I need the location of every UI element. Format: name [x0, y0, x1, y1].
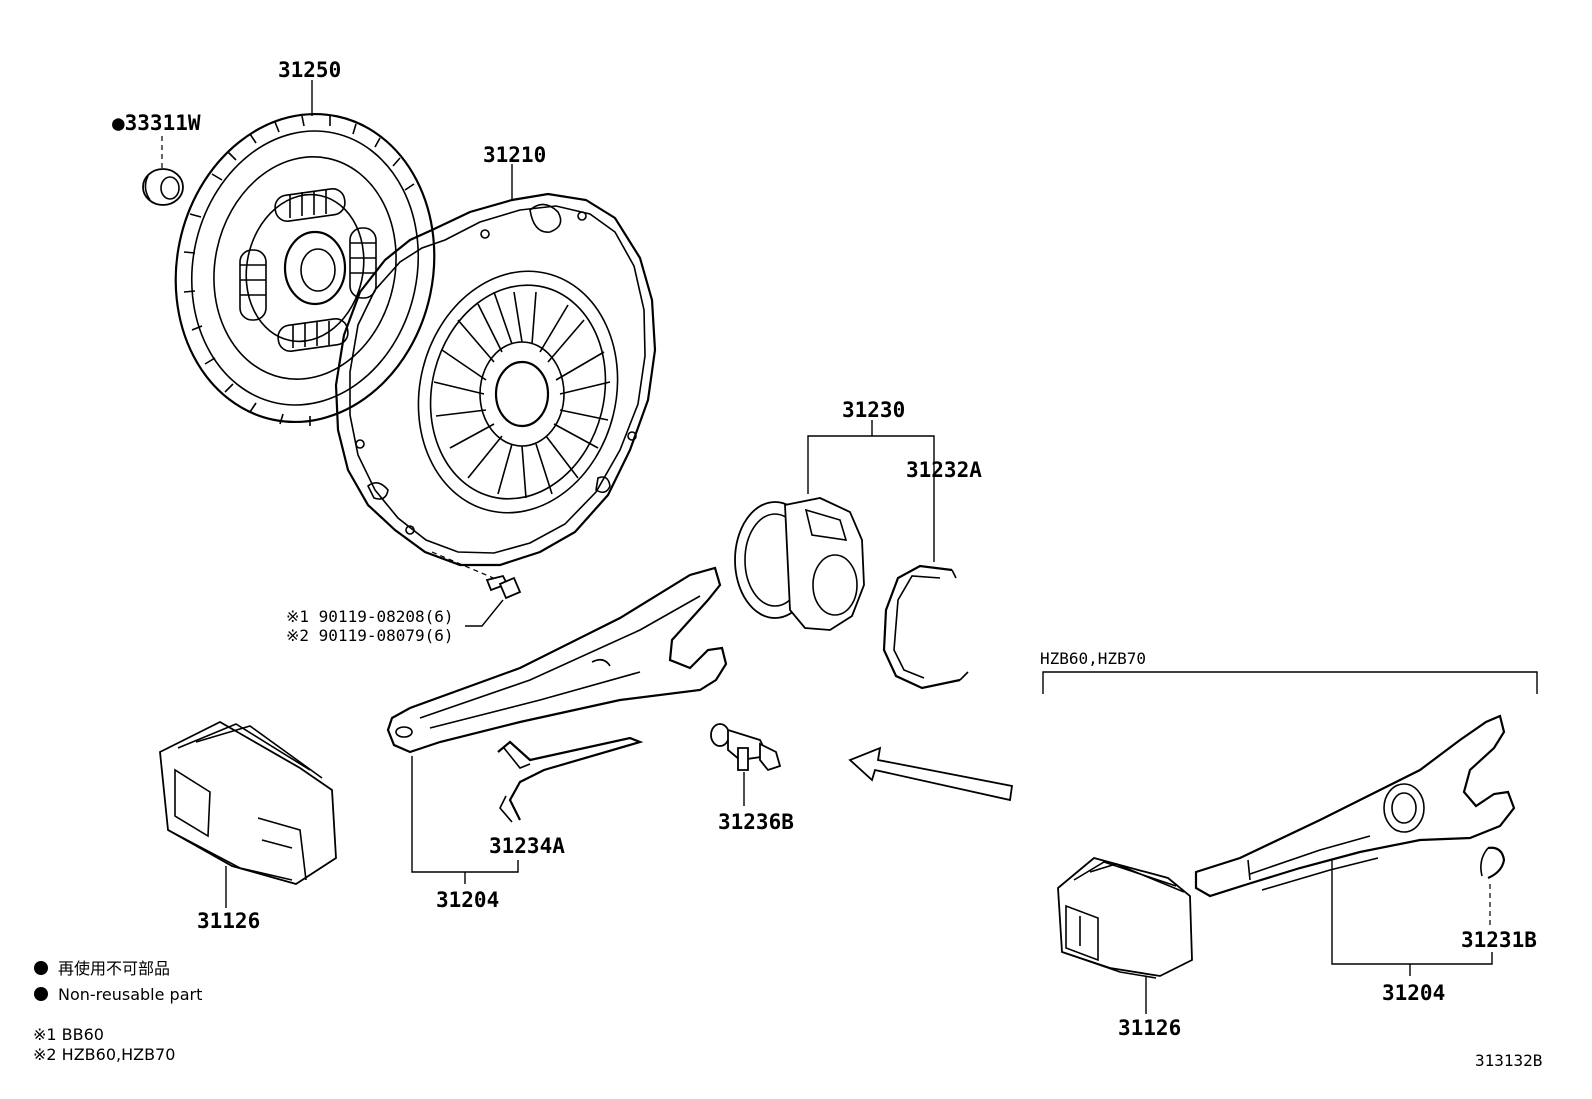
variant-label: HZB60,HZB70 — [1040, 649, 1146, 668]
label-31232a: 31232A — [906, 458, 982, 482]
bullet-icon — [34, 961, 48, 975]
label-31231b: 31231B — [1461, 928, 1537, 952]
bullet-icon — [34, 987, 48, 1001]
release-fork-left[interactable] — [386, 566, 728, 754]
release-fork-right[interactable] — [1194, 714, 1516, 898]
hub-clip[interactable] — [882, 564, 969, 690]
cover-bolt[interactable] — [485, 574, 522, 600]
label-33311w: ●33311W — [112, 111, 201, 135]
pilot-bearing[interactable] — [142, 168, 184, 206]
release-fork-boot-right[interactable] — [1057, 857, 1193, 979]
label-31204-right: 31204 — [1382, 981, 1445, 1005]
label-bolt-1: ※1 90119-08208(6) — [286, 607, 454, 626]
release-bearing[interactable] — [734, 497, 865, 631]
clutch-cover[interactable] — [334, 192, 657, 567]
legend-jp: 再使用不可部品 — [58, 959, 170, 978]
label-31126-right: 31126 — [1118, 1016, 1181, 1040]
label-31230: 31230 — [842, 398, 905, 422]
legend: 再使用不可部品 Non-reusable part ※1 BB60 ※2 HZB… — [33, 959, 202, 1064]
fork-spring[interactable] — [497, 736, 644, 823]
legend-en: Non-reusable part — [58, 985, 202, 1004]
label-31250: 31250 — [278, 58, 341, 82]
label-31126-left: 31126 — [197, 909, 260, 933]
label-bolt-2: ※2 90119-08079(6) — [286, 626, 454, 645]
label-31234a: 31234A — [489, 834, 565, 858]
clutch-disc[interactable] — [148, 90, 463, 446]
release-fork-boot-left[interactable] — [159, 720, 337, 885]
legend-note-2: ※2 HZB60,HZB70 — [33, 1045, 175, 1064]
legend-note-1: ※1 BB60 — [33, 1025, 104, 1044]
label-31210: 31210 — [483, 143, 546, 167]
label-31204-left: 31204 — [436, 888, 499, 912]
fork-clip-right[interactable] — [1480, 846, 1506, 880]
assembly-arrow — [848, 746, 1014, 802]
fork-support[interactable] — [710, 723, 782, 772]
label-31236b: 31236B — [718, 810, 794, 834]
diagram-id: 313132B — [1475, 1051, 1542, 1070]
